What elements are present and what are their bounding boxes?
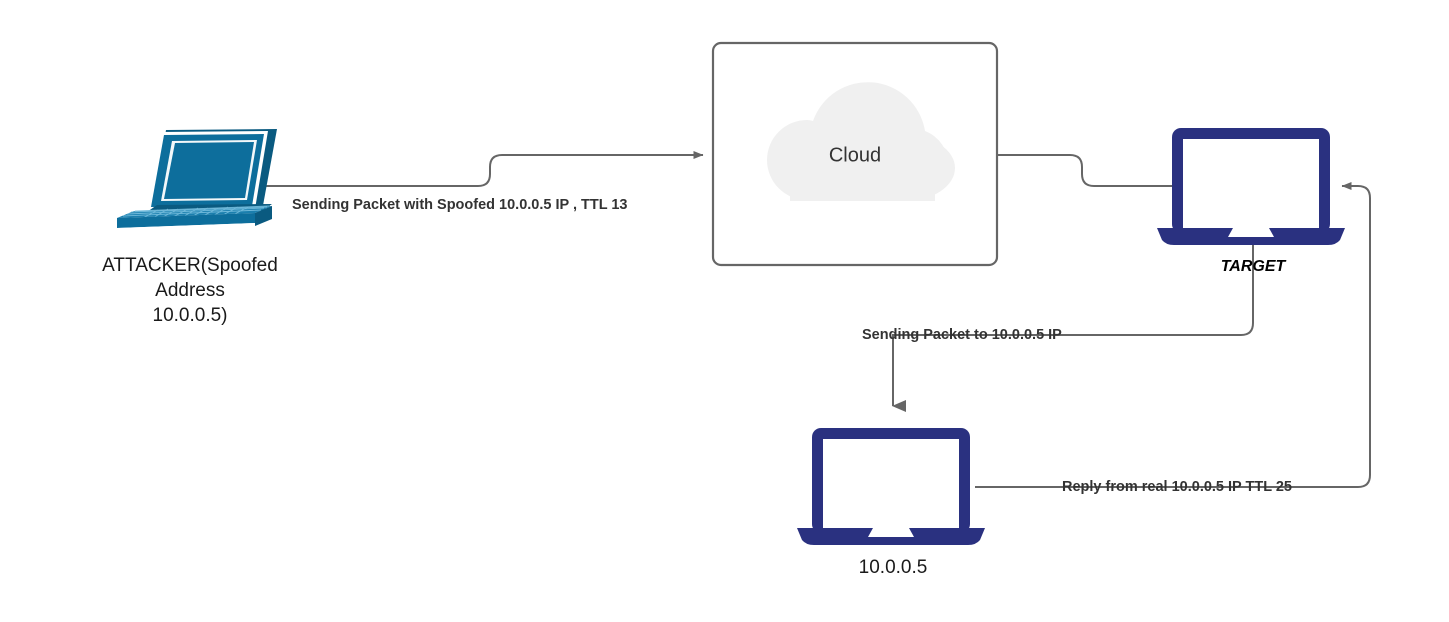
edge-attacker-to-cloud: Sending Packet with Spoofed 10.0.0.5 IP … [265, 151, 704, 213]
attacker-label-line3: 10.0.0.5) [153, 305, 228, 326]
target-label: TARGET [1221, 258, 1287, 275]
edge-target-to-victim: Sending Packet to 10.0.0.5 IP [862, 245, 1254, 412]
cloud-icon [767, 82, 955, 201]
victim-label: 10.0.0.5 [859, 557, 928, 578]
connector-attacker-cloud [265, 151, 704, 187]
connector-cloud-target [997, 154, 1172, 187]
laptop-3d-icon [117, 129, 277, 231]
connector-victim-target [975, 182, 1371, 488]
node-target[interactable]: TARGET [1157, 128, 1345, 275]
node-cloud[interactable]: Cloud [711, 41, 999, 267]
edge-label-target-to-victim: Sending Packet to 10.0.0.5 IP [862, 327, 1062, 343]
edge-label-victim-to-target: Reply from real 10.0.0.5 IP TTL 25 [1062, 479, 1292, 495]
attacker-label-line2: Address [155, 280, 225, 301]
attacker-label-line1: ATTACKER(Spoofed [102, 255, 278, 276]
edge-label-attacker-to-cloud: Sending Packet with Spoofed 10.0.0.5 IP … [292, 197, 627, 213]
edge-cloud-to-target [997, 154, 1172, 187]
node-victim[interactable]: 10.0.0.5 [797, 428, 985, 578]
cloud-label: Cloud [829, 144, 881, 166]
laptop-icon [1157, 128, 1345, 245]
laptop-icon [797, 428, 985, 545]
node-attacker[interactable]: ATTACKER(Spoofed Address 10.0.0.5) [102, 129, 278, 326]
connector-target-victim [892, 245, 1254, 412]
edge-victim-to-target: Reply from real 10.0.0.5 IP TTL 25 [975, 182, 1371, 495]
